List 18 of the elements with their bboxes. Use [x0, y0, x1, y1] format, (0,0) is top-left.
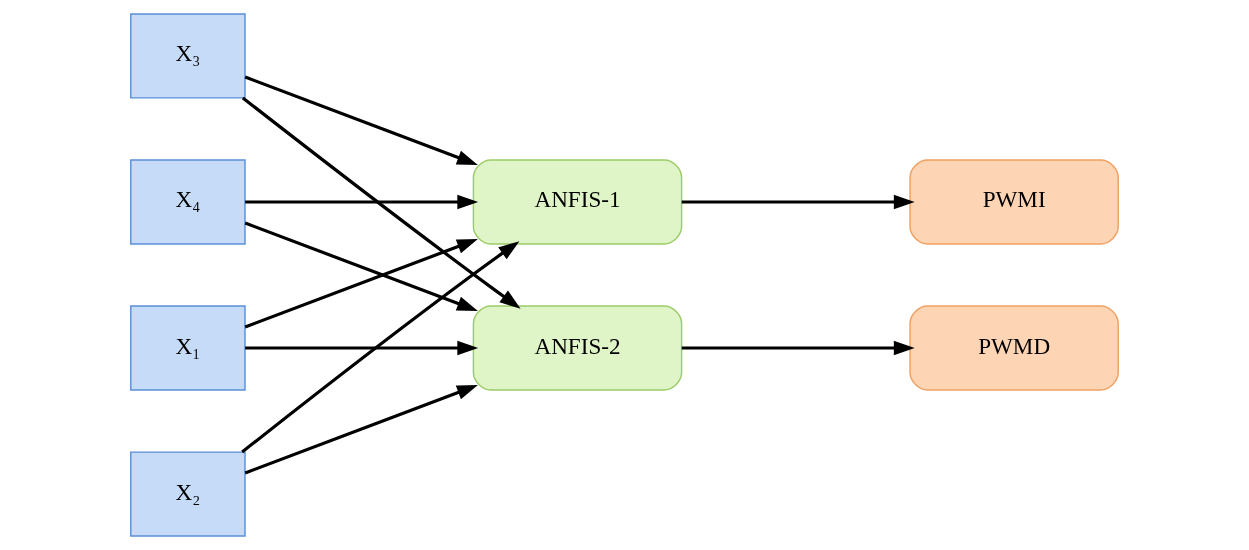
- node-box: X₃: [130, 13, 246, 99]
- node-box: PWMI: [909, 159, 1119, 245]
- node-box: X₂: [130, 451, 246, 537]
- node-box: ANFIS-2: [472, 305, 683, 391]
- arrow: [244, 385, 478, 475]
- node-box: PWMD: [909, 305, 1119, 391]
- arrow: [241, 241, 520, 454]
- node-box: X₄: [130, 159, 246, 245]
- arrow: [245, 194, 479, 210]
- node-box: ANFIS-1: [472, 159, 683, 245]
- arrow: [244, 239, 478, 329]
- arrow: [681, 194, 915, 210]
- node-box: X₁: [130, 305, 246, 391]
- arrow: [681, 340, 915, 356]
- arrow: [244, 221, 478, 311]
- arrow: [244, 75, 478, 165]
- arrow: [241, 96, 521, 309]
- arrow: [245, 340, 479, 356]
